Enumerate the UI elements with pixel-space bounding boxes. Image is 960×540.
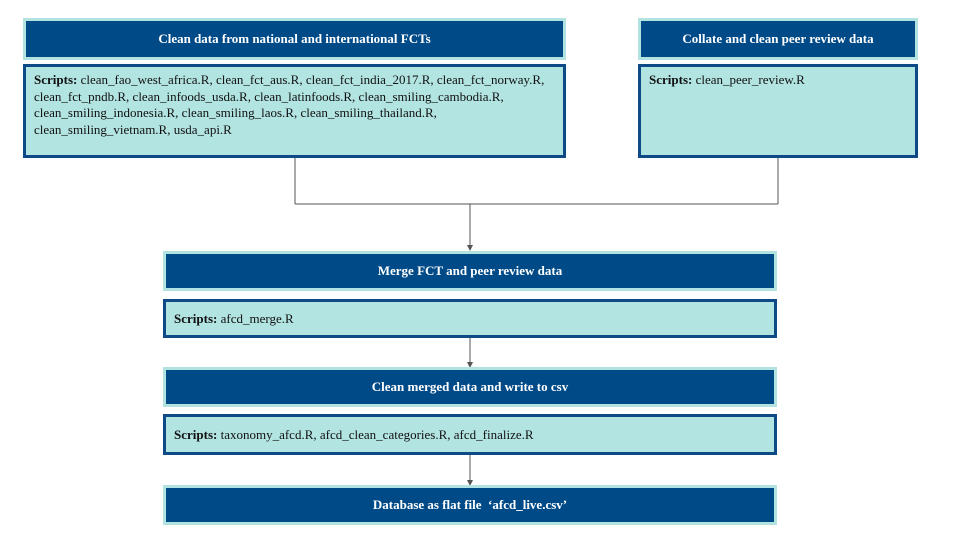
peer-scripts-label: Scripts:	[649, 72, 693, 87]
fct-box-header: Clean data from national and internation…	[23, 18, 566, 60]
fct-box-scripts: Scripts: clean_fao_west_africa.R, clean_…	[23, 64, 566, 158]
peer-box-header: Collate and clean peer review data	[638, 18, 918, 60]
clean-box-scripts: Scripts: taxonomy_afcd.R, afcd_clean_cat…	[163, 414, 777, 455]
peer-box-scripts: Scripts: clean_peer_review.R	[638, 64, 918, 158]
clean-box-header: Clean merged data and write to csv	[163, 367, 777, 407]
clean-scripts-label: Scripts:	[174, 427, 218, 442]
fct-scripts-list: clean_fao_west_africa.R, clean_fct_aus.R…	[34, 72, 545, 137]
peer-box-title: Collate and clean peer review data	[682, 31, 874, 46]
merge-box-header: Merge FCT and peer review data	[163, 251, 777, 291]
merge-scripts-label: Scripts:	[174, 311, 218, 326]
database-box: Database as flat file ‘afcd_live.csv’	[163, 485, 777, 525]
database-box-title: Database as flat file ‘afcd_live.csv’	[372, 497, 568, 512]
merge-scripts-list: afcd_merge.R	[220, 311, 294, 326]
fct-box-title: Clean data from national and internation…	[158, 31, 431, 46]
clean-box-title: Clean merged data and write to csv	[371, 379, 569, 394]
merge-box-title: Merge FCT and peer review data	[377, 263, 563, 278]
peer-scripts-list: clean_peer_review.R	[695, 72, 805, 87]
fct-scripts-label: Scripts:	[34, 72, 78, 87]
merge-box-scripts: Scripts: afcd_merge.R	[163, 299, 777, 338]
clean-scripts-list: taxonomy_afcd.R, afcd_clean_categories.R…	[220, 427, 534, 442]
